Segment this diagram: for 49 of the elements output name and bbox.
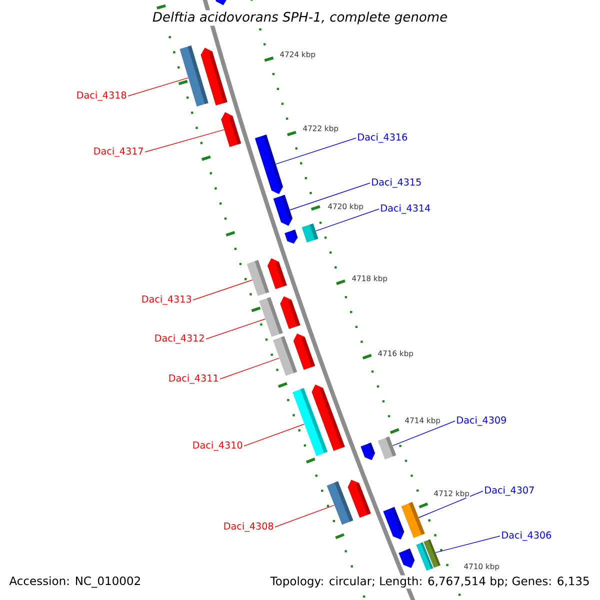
- gene-bar: [348, 480, 371, 518]
- gene-label: Daci_4314: [381, 204, 430, 214]
- gene-label: Daci_4307: [485, 486, 534, 496]
- gene-bar: [200, 48, 228, 106]
- gene-label: Daci_4306: [502, 531, 552, 541]
- gene-bar: [280, 296, 300, 330]
- gene-label: Daci_4311: [169, 374, 218, 384]
- gene-label: Daci_4309: [457, 416, 506, 426]
- gene-bar: [212, 0, 228, 6]
- gene-bar: [424, 539, 440, 568]
- leader-line: [206, 318, 266, 340]
- leader-line: [274, 504, 335, 528]
- gene-bar: [398, 548, 415, 568]
- gene-label: Daci_4310: [193, 441, 242, 451]
- gene-bar: [272, 336, 298, 376]
- gene-bar: [259, 297, 283, 337]
- gene-bar: [326, 481, 354, 525]
- gene-label: Daci_4313: [142, 295, 192, 305]
- leader-line: [276, 138, 356, 164]
- gene-bar: [284, 230, 298, 244]
- leader-line: [244, 424, 305, 446]
- leader-line: [192, 280, 252, 300]
- leader-line: [144, 129, 224, 152]
- gene-bar: [254, 134, 283, 194]
- title: Delftia acidovorans SPH-1, complete genome: [150, 10, 450, 26]
- footer-text: Topology: circular; Length: 6,767,514 bp; Genes: 6,135: [269, 575, 591, 589]
- leader-line: [128, 77, 188, 96]
- gene-label: Daci_4312: [155, 334, 204, 344]
- leader-line: [435, 536, 500, 553]
- footer-text: Accession: NC_010002: [8, 575, 142, 589]
- gene-bar: [221, 112, 242, 147]
- gene-bar: [360, 442, 375, 460]
- gene-label: Daci_4317: [94, 147, 143, 157]
- gene-bar: [246, 260, 270, 296]
- gene-bar: [312, 384, 345, 451]
- gene-label: Daci_4315: [372, 178, 421, 188]
- gene-label: Daci_4318: [77, 91, 126, 101]
- gene-label: Daci_4316: [358, 133, 408, 143]
- gene-label: Daci_4308: [224, 522, 274, 532]
- leader-line: [316, 208, 380, 232]
- gene-bar: [378, 436, 396, 460]
- gene-bar: [293, 333, 316, 370]
- leader-line: [290, 182, 370, 210]
- gene-bar: [401, 502, 425, 538]
- leader-line: [418, 490, 484, 518]
- gene-bar: [273, 194, 292, 226]
- gene-bar: [383, 506, 404, 540]
- gene-bar: [302, 224, 318, 242]
- gene-bar: [267, 258, 287, 290]
